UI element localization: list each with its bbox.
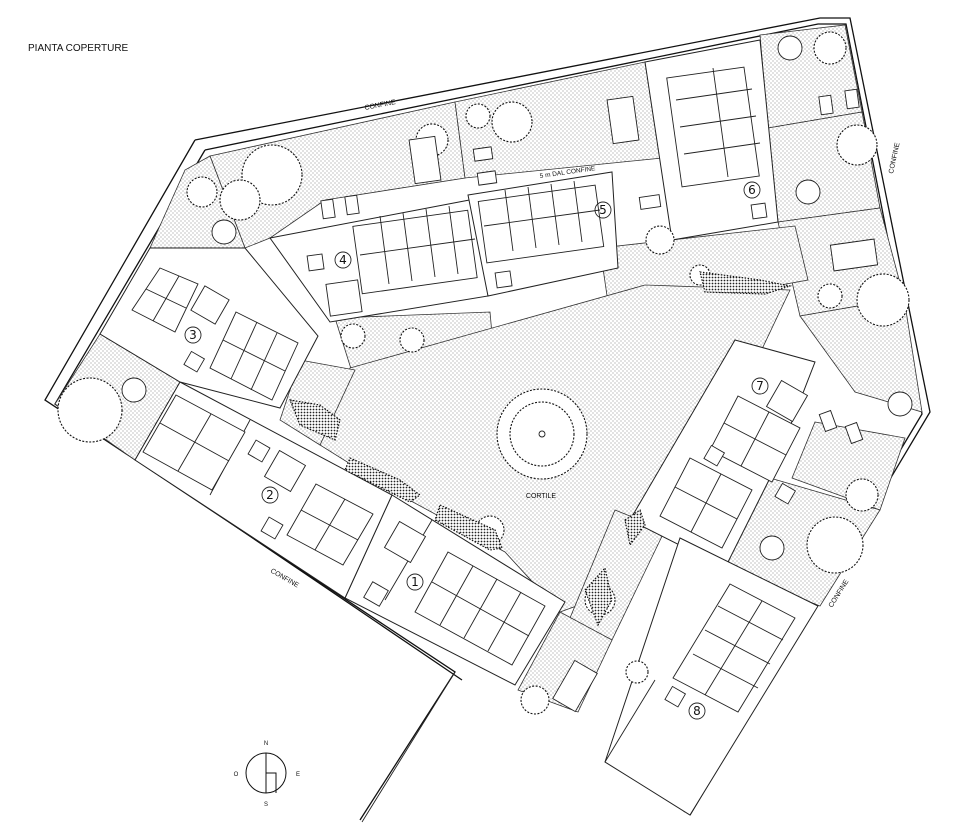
unit-number-8: 8 xyxy=(693,704,701,718)
confine-label-bottom: CONFINE xyxy=(269,568,300,590)
unit-number-2: 2 xyxy=(266,488,274,502)
unit-number-6: 6 xyxy=(748,183,756,197)
building-unit-4 xyxy=(269,197,489,323)
unit-number-7: 7 xyxy=(756,379,764,393)
outdoor-furniture xyxy=(121,35,913,713)
confine-label-top: CONFINE xyxy=(364,99,397,112)
compass-south: S xyxy=(264,802,268,808)
building-unit-8 xyxy=(604,537,819,816)
unit-number-1: 1 xyxy=(411,575,419,589)
building-unit-1 xyxy=(344,494,566,686)
drawing-title: PIANTA COPERTURE xyxy=(28,43,129,54)
courtyard-tree xyxy=(496,388,588,480)
unit-number-5: 5 xyxy=(599,203,607,217)
compass-north: N xyxy=(264,741,268,747)
unit-number-3: 3 xyxy=(189,328,197,342)
building-unit-3 xyxy=(99,247,319,409)
trees-and-hedges xyxy=(57,31,910,715)
garden-zones xyxy=(54,24,923,713)
unit-number-4: 4 xyxy=(339,253,347,267)
courtyard-label: CORTILE xyxy=(526,493,557,500)
building-unit-6 xyxy=(644,39,779,241)
building-unit-5 xyxy=(467,171,619,297)
building-unit-7 xyxy=(629,339,816,569)
compass-east: E xyxy=(296,772,300,778)
compass-west: O xyxy=(234,772,239,778)
north-arrow-icon: N S E O xyxy=(234,741,300,808)
confine-label-right: CONFINE xyxy=(888,142,901,175)
building-unit-2 xyxy=(134,381,393,599)
